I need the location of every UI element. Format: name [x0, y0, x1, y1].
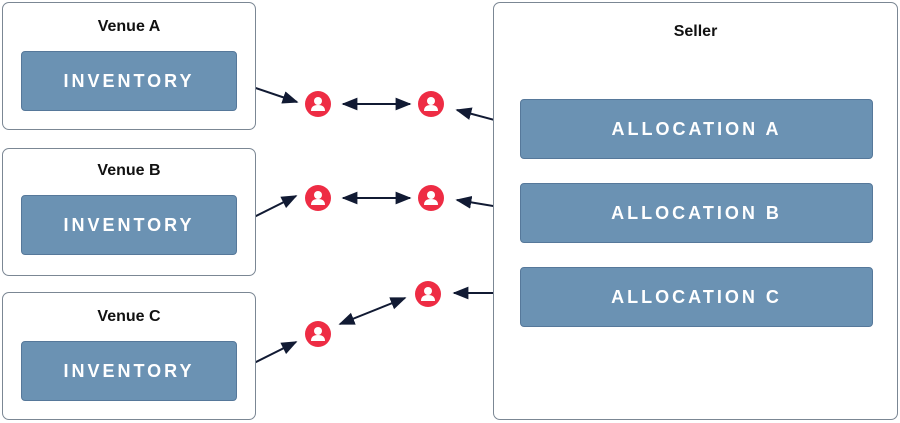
venue-c-panel: Venue C INVENTORY: [2, 292, 256, 420]
venue-b-panel: Venue B INVENTORY: [2, 148, 256, 276]
venue-a-inventory-block: INVENTORY: [21, 51, 237, 111]
person-icon: [418, 185, 444, 211]
venue-c-title: Venue C: [97, 308, 161, 325]
venue-b-title: Venue B: [97, 162, 161, 179]
person-icon: [415, 281, 441, 307]
arrow-intermediaries-c: [338, 297, 407, 325]
person-icon: [418, 91, 444, 117]
allocation-b-block: ALLOCATION B: [520, 183, 873, 243]
seller-panel: Seller ALLOCATION A ALLOCATION B ALLOCAT…: [493, 2, 898, 420]
venue-a-panel: Venue A INVENTORY: [2, 2, 256, 130]
venue-a-title: Venue A: [97, 18, 161, 35]
person-icon: [305, 91, 331, 117]
venue-c-inventory-block: INVENTORY: [21, 341, 237, 401]
allocation-a-block: ALLOCATION A: [520, 99, 873, 159]
allocation-c-block: ALLOCATION C: [520, 267, 873, 327]
person-icon: [305, 185, 331, 211]
venue-b-inventory-block: INVENTORY: [21, 195, 237, 255]
person-icon: [305, 321, 331, 347]
seller-title: Seller: [673, 23, 718, 40]
